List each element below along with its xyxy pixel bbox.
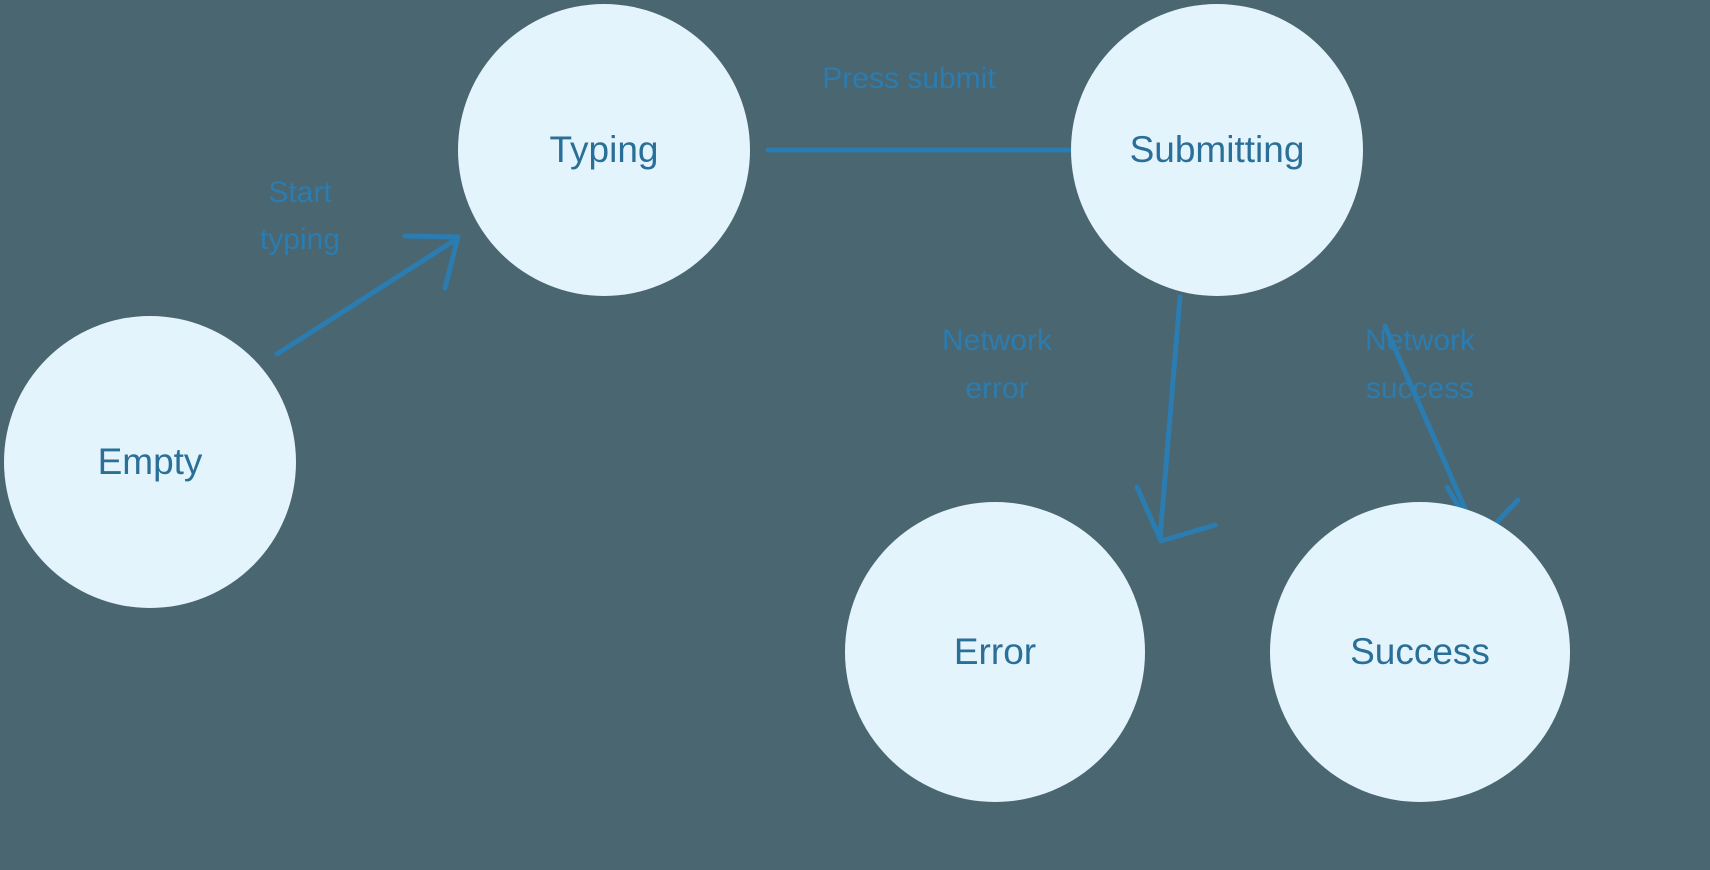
state-node-submitting-label: Submitting [1130, 129, 1305, 170]
state-node-submitting-circle[interactable] [1071, 4, 1363, 296]
state-node-submitting[interactable]: Submitting [1071, 4, 1363, 296]
edge-submitting-to-error [1134, 294, 1218, 544]
state-node-error-circle[interactable] [845, 502, 1145, 802]
state-node-empty[interactable]: Empty [4, 316, 296, 608]
edge-line-empty-to-typing [274, 237, 458, 357]
state-node-empty-circle[interactable] [4, 316, 296, 608]
arrowhead-empty-to-typing [402, 233, 461, 291]
arrowhead-submitting-to-error [1134, 484, 1218, 544]
edge-label-start-typing-line2: typing [260, 223, 340, 256]
edge-line-submitting-to-error [1157, 294, 1183, 541]
state-node-empty-label: Empty [98, 441, 203, 482]
state-node-typing[interactable]: Typing [458, 4, 750, 296]
state-node-typing-label: Typing [549, 129, 658, 170]
edge-label-press-submit: Press submit [822, 62, 996, 95]
edge-label-start-typing-line1: Start [268, 176, 332, 209]
edge-line-submitting-to-success [1382, 323, 1481, 541]
state-node-typing-circle[interactable] [458, 4, 750, 296]
edge-label-network-success-line1: Network [1365, 324, 1476, 357]
state-node-success[interactable]: Success [1270, 502, 1570, 802]
edge-empty-to-typing [274, 233, 461, 357]
edge-label-network-error-line2: error [965, 372, 1028, 405]
state-node-success-circle[interactable] [1270, 502, 1570, 802]
edge-label-network-error-line1: Network [942, 324, 1053, 357]
state-node-success-label: Success [1350, 631, 1490, 672]
edge-label-network-success-line2: success [1366, 372, 1474, 405]
state-node-error-label: Error [954, 631, 1036, 672]
state-node-error[interactable]: Error [845, 502, 1145, 802]
